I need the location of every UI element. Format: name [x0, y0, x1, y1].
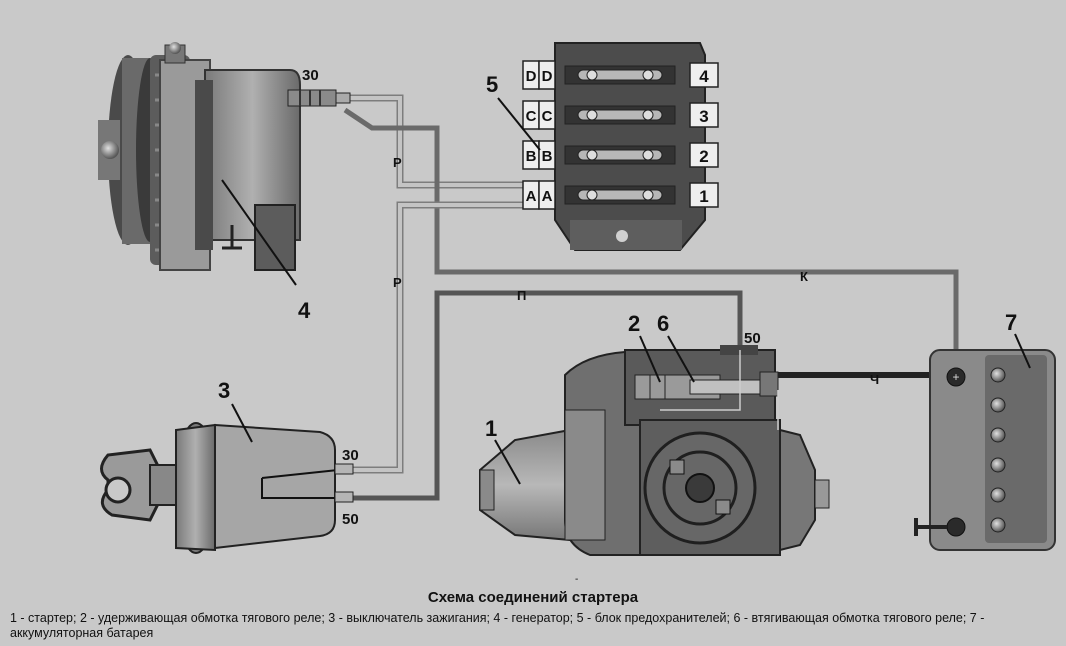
wire-brown-battery	[343, 107, 959, 372]
fuse-number-tab	[689, 102, 719, 128]
ignition-switch	[100, 403, 354, 554]
fuse-number-tab	[689, 182, 719, 208]
wires	[343, 94, 959, 501]
diagram-legend: 1 - стартер; 2 - удерживающая обмотка тя…	[10, 611, 985, 640]
fuse-letter: D	[542, 68, 553, 85]
wire-red-starter	[352, 290, 743, 501]
fuse-letter-tab	[538, 140, 556, 170]
fuse-letter-tab	[538, 60, 556, 90]
fuse-letter: B	[526, 148, 537, 165]
label-fuse-block-number: 5	[486, 72, 498, 97]
fuse-number: 1	[699, 187, 708, 206]
fuse-1	[564, 185, 676, 205]
label-starter-terminal: 50	[744, 330, 761, 347]
label-switch-terminal-30: 30	[342, 447, 359, 464]
label-wire-pink-1: Р	[393, 155, 402, 170]
fuse-letter: D	[526, 68, 537, 85]
fuses	[564, 65, 676, 205]
fuse-2	[564, 145, 676, 165]
label-battery-number: 7	[1005, 310, 1017, 335]
label-dash-mark: -	[575, 574, 578, 585]
label-wire-brown: К	[800, 269, 808, 284]
label-wire-pink-2: Р	[393, 275, 402, 290]
fuse-letter: C	[542, 108, 553, 125]
generator	[98, 42, 351, 286]
fuse-letter: B	[542, 148, 553, 165]
fuse-3	[564, 105, 676, 125]
fuse-letter: C	[526, 108, 537, 125]
label-switch-number: 3	[218, 378, 230, 403]
fuse-number-tab	[689, 142, 719, 168]
label-hold-winding-number: 2	[628, 311, 640, 336]
fuse-4	[564, 65, 676, 85]
label-pull-winding-number: 6	[657, 311, 669, 336]
labels: 30 5 4 Р Р К П Ч 50 2 6 7 3 1 30 50 -	[218, 67, 1017, 585]
fuse-number-tab	[689, 62, 719, 88]
label-wire-red: П	[517, 288, 526, 303]
fuse-letter: A	[542, 188, 553, 205]
fuse-letter-tab	[538, 180, 556, 210]
fuse-block-numbers: 1 2 3 4	[689, 62, 719, 208]
starter	[479, 335, 830, 556]
battery: +	[914, 333, 1056, 551]
fuse-number: 3	[699, 107, 708, 126]
label-generator-terminal: 30	[302, 67, 319, 84]
fuse-number: 4	[699, 67, 709, 86]
fuse-number: 2	[699, 147, 708, 166]
label-starter-number: 1	[485, 416, 497, 441]
label-generator-number: 4	[298, 298, 311, 323]
label-switch-terminal-50: 50	[342, 511, 359, 528]
fuse-letter: A	[526, 188, 537, 205]
fuse-letter-tab	[538, 100, 556, 130]
diagram-title: Схема соединений стартера	[427, 589, 639, 606]
label-wire-black: Ч	[870, 372, 879, 387]
svg-text:+: +	[952, 370, 959, 384]
